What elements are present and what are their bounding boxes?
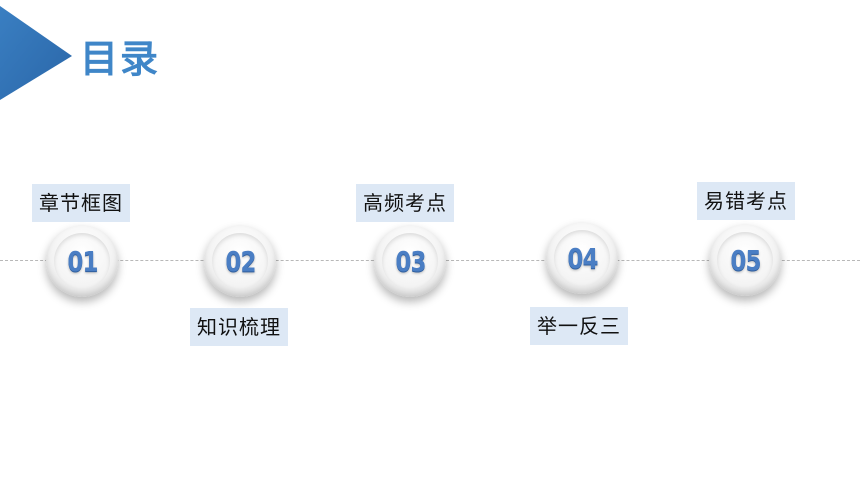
node-inner-circle: 03 [382,233,438,289]
item-label-05[interactable]: 易错考点 [697,182,795,220]
timeline-node-05[interactable]: 05 [709,224,781,296]
corner-arrow-icon [0,6,72,100]
timeline-node-01[interactable]: 01 [46,225,118,297]
item-label-03[interactable]: 高频考点 [356,184,454,222]
node-number: 03 [394,244,426,278]
node-inner-circle: 02 [212,233,268,289]
node-number: 01 [66,244,98,278]
node-inner-circle: 01 [54,233,110,289]
node-inner-circle: 05 [717,232,773,288]
page-title: 目录 [80,37,161,81]
node-number: 04 [566,241,598,275]
item-label-01[interactable]: 章节框图 [32,184,130,222]
item-label-02[interactable]: 知识梳理 [190,308,288,346]
timeline-node-02[interactable]: 02 [204,225,276,297]
timeline-node-04[interactable]: 04 [546,222,618,294]
node-inner-circle: 04 [554,230,610,286]
timeline-node-03[interactable]: 03 [374,225,446,297]
item-label-04[interactable]: 举一反三 [530,307,628,345]
node-number: 02 [224,244,256,278]
node-number: 05 [729,243,761,277]
